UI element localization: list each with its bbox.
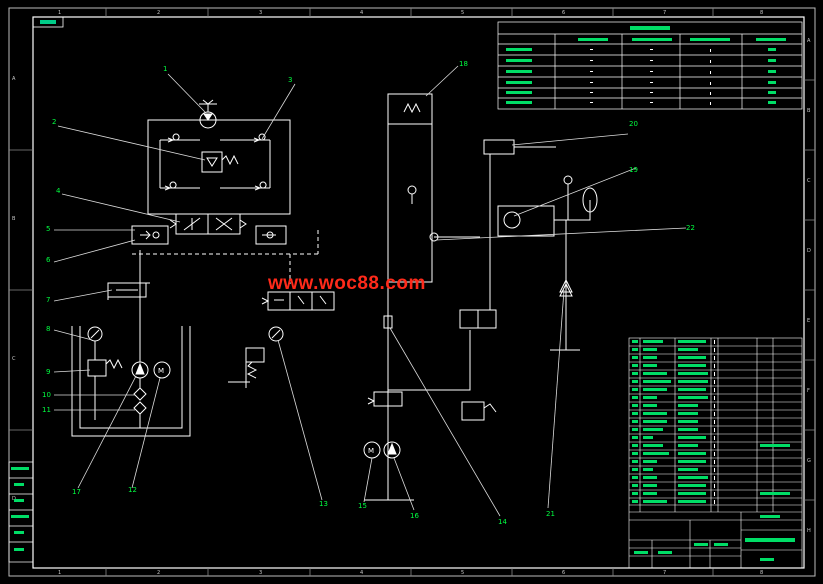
filter-11 xyxy=(133,401,147,415)
check-valve-center xyxy=(383,315,393,329)
left-revision-strip xyxy=(8,461,34,563)
tech-table-glyphs xyxy=(506,26,786,104)
callout-6: 6 xyxy=(46,256,51,264)
leader-lines xyxy=(53,65,687,517)
valve-block-6 xyxy=(255,225,287,245)
callout-labels: 1 2 3 4 5 6 7 8 9 10 11 12 13 14 15 16 1… xyxy=(42,60,695,526)
zone-right-c: C xyxy=(807,178,811,184)
tech-table xyxy=(497,21,803,110)
zone-top-7: 7 xyxy=(663,10,666,16)
hydraulic-circuit: M M xyxy=(71,93,598,501)
svg-text:M: M xyxy=(368,447,374,455)
zone-right-f: F xyxy=(807,388,810,394)
cylinder-20 xyxy=(483,139,515,155)
corner-label-glyph xyxy=(40,20,56,24)
parts-list xyxy=(628,337,803,569)
relief-valve-9 xyxy=(87,359,107,377)
cylinder-22 xyxy=(497,205,555,237)
callout-14: 14 xyxy=(498,518,507,526)
callout-22: 22 xyxy=(686,224,695,232)
zone-right-b: B xyxy=(807,108,811,114)
callout-7: 7 xyxy=(46,296,50,304)
upper-circuit-box xyxy=(147,119,291,215)
callout-21: 21 xyxy=(546,510,555,518)
callout-12: 12 xyxy=(128,486,137,494)
zone-right-a: A xyxy=(807,38,811,44)
parts-list-qty-marks xyxy=(714,340,715,504)
valve-block-5 xyxy=(131,225,169,245)
zone-top-4: 4 xyxy=(360,10,363,16)
zone-bottom-5: 5 xyxy=(461,570,464,576)
callout-16: 16 xyxy=(410,512,419,520)
parts-list-glyphs xyxy=(632,340,795,561)
accumulator-21 xyxy=(582,187,598,213)
zone-top-1: 1 xyxy=(58,10,61,16)
zone-labels: 1 2 3 4 5 6 7 8 1 2 3 4 5 6 7 8 A B C D … xyxy=(12,10,811,576)
zone-bottom-6: 6 xyxy=(562,570,565,576)
zone-bottom-4: 4 xyxy=(360,570,363,576)
callout-11: 11 xyxy=(42,406,51,414)
zone-left-c: C xyxy=(12,356,16,362)
zone-right-g: G xyxy=(807,458,811,464)
corner-box xyxy=(32,16,64,28)
valve-right-small xyxy=(461,401,485,421)
electric-motor-12 xyxy=(153,361,171,379)
zone-ticks xyxy=(9,8,815,576)
tech-table-dashes xyxy=(590,49,711,105)
left-strip-glyphs xyxy=(11,467,29,551)
zone-bottom-7: 7 xyxy=(663,570,666,576)
pump-16 xyxy=(383,441,401,459)
zone-bottom-3: 3 xyxy=(259,570,262,576)
zone-right-h: H xyxy=(807,528,811,534)
callout-18: 18 xyxy=(459,60,468,68)
inner-border xyxy=(32,16,805,569)
callout-5: 5 xyxy=(46,225,50,233)
callout-15: 15 xyxy=(358,502,367,510)
callout-1: 1 xyxy=(163,65,167,73)
callout-17: 17 xyxy=(72,488,81,496)
watermark: www.woc88.com xyxy=(268,273,426,294)
zone-top-5: 5 xyxy=(461,10,464,16)
svg-text:M: M xyxy=(158,367,164,375)
zone-right-e: E xyxy=(807,318,810,324)
callout-10: 10 xyxy=(42,391,51,399)
accumulator-18 xyxy=(387,93,433,125)
zone-top-6: 6 xyxy=(562,10,565,16)
callout-3: 3 xyxy=(288,76,292,84)
zone-bottom-2: 2 xyxy=(157,570,160,576)
callout-9: 9 xyxy=(46,368,50,376)
zone-right-d: D xyxy=(807,248,811,254)
callout-19: 19 xyxy=(629,166,638,174)
pressure-valve-2 xyxy=(201,151,223,173)
filter-10 xyxy=(133,387,147,401)
callout-2: 2 xyxy=(52,118,56,126)
pressure-gauge-14 xyxy=(268,326,284,342)
zone-bottom-1: 1 xyxy=(58,570,61,576)
zone-left-b: B xyxy=(12,216,16,222)
zone-top-2: 2 xyxy=(157,10,160,16)
callout-8: 8 xyxy=(46,325,50,333)
valve-7 xyxy=(107,282,147,298)
zone-top-8: 8 xyxy=(760,10,763,16)
zone-left-a: A xyxy=(12,76,16,82)
zone-top-3: 3 xyxy=(259,10,262,16)
outer-border xyxy=(8,7,816,577)
callout-4: 4 xyxy=(56,187,61,195)
zone-bottom-8: 8 xyxy=(760,570,763,576)
callout-20: 20 xyxy=(629,120,638,128)
actuator-19 xyxy=(503,211,521,229)
callout-13: 13 xyxy=(319,500,328,508)
